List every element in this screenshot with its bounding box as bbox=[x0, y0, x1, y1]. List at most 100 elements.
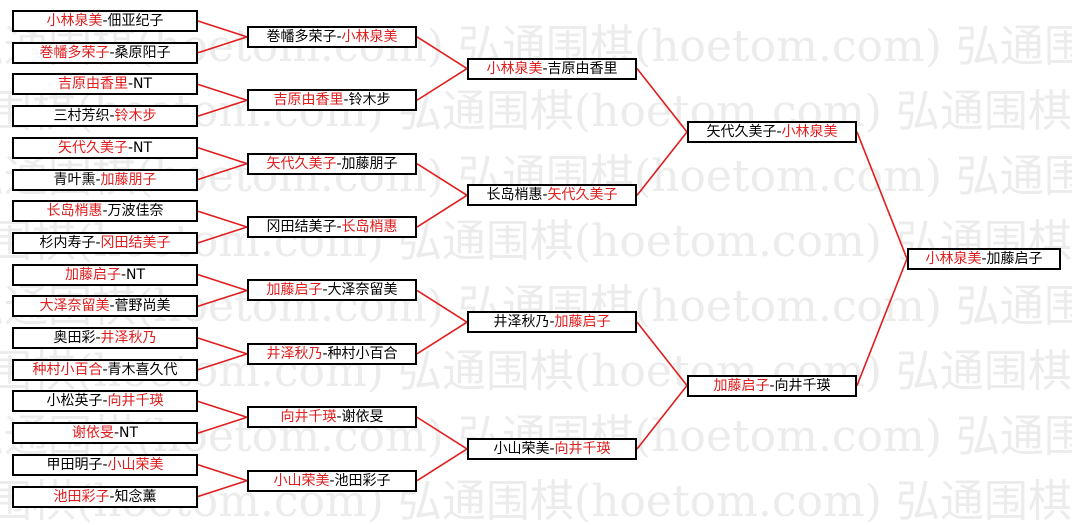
player-name: 矢代久美子 bbox=[706, 123, 777, 140]
separator: - bbox=[329, 472, 335, 489]
separator: - bbox=[109, 108, 115, 125]
connector-line bbox=[416, 162, 468, 197]
player-name: 吉原由香里 bbox=[57, 76, 128, 93]
separator: - bbox=[322, 282, 328, 299]
separator: - bbox=[127, 139, 134, 156]
separator: - bbox=[127, 76, 134, 93]
match-box: 大泽奈留美-菅野尚美 bbox=[12, 295, 198, 318]
player-name: 向井千瑛 bbox=[554, 440, 611, 457]
connector-line bbox=[197, 464, 248, 482]
separator: - bbox=[981, 250, 987, 267]
match-box: 吉原由香里-铃木步 bbox=[247, 89, 417, 112]
match-box: 小山荣美-向井千瑛 bbox=[467, 437, 637, 460]
match-box: 矢代久美子-小林泉美 bbox=[687, 120, 857, 143]
player-name: 向井千瑛 bbox=[107, 393, 164, 410]
separator: - bbox=[549, 440, 555, 457]
player-name: 大泽奈留美 bbox=[39, 298, 110, 315]
separator: - bbox=[109, 298, 115, 315]
player-name: 种村小百合 bbox=[32, 361, 103, 378]
connector-line bbox=[856, 258, 908, 386]
player-name: 奥田彩 bbox=[53, 330, 96, 346]
separator: - bbox=[343, 92, 349, 109]
connector-line bbox=[197, 416, 248, 434]
separator: - bbox=[113, 425, 120, 442]
connector-line bbox=[197, 210, 248, 228]
connector-line bbox=[197, 400, 248, 419]
player-name: 小山荣美 bbox=[273, 472, 330, 489]
player-name: 谢依旻 bbox=[71, 425, 114, 442]
match-box: 吉原由香里-NT bbox=[12, 73, 198, 96]
player-name: 加藤启子 bbox=[986, 250, 1043, 267]
player-name: 青木喜久代 bbox=[107, 361, 178, 378]
player-name: 小林泉美 bbox=[341, 28, 398, 45]
separator: - bbox=[102, 393, 108, 410]
connector-line bbox=[197, 479, 248, 498]
player-name: 长岛梢惠 bbox=[341, 219, 398, 236]
match-box: 小林泉美-吉原由香里 bbox=[467, 57, 637, 80]
match-box: 井泽秋乃-种村小百合 bbox=[247, 342, 417, 365]
separator: - bbox=[95, 234, 101, 251]
player-name: 池田彩子 bbox=[334, 472, 391, 489]
match-box: 三村芳织-铃木步 bbox=[12, 105, 198, 128]
player-name: NT bbox=[133, 139, 153, 156]
player-name: 冈田结美子 bbox=[100, 234, 171, 251]
player-name: 加藤启子 bbox=[266, 282, 323, 299]
player-name: 井泽秋乃 bbox=[266, 345, 323, 362]
connector-line bbox=[197, 147, 248, 165]
match-box: 冈田结美子-长岛梢惠 bbox=[247, 216, 417, 239]
player-name: 小林泉美 bbox=[925, 250, 982, 267]
connector-line bbox=[416, 448, 468, 482]
player-name: 加藤启子 bbox=[554, 314, 611, 331]
player-name: NT bbox=[126, 266, 146, 283]
separator: - bbox=[542, 60, 548, 77]
player-name: 长岛梢惠 bbox=[46, 203, 103, 220]
player-name: 加藤朋子 bbox=[341, 155, 398, 172]
player-name: 矢代久美子 bbox=[547, 187, 618, 204]
separator: - bbox=[336, 155, 342, 172]
player-name: 菅野尚美 bbox=[114, 298, 171, 315]
player-name: 井泽秋乃 bbox=[493, 314, 550, 331]
connector-line bbox=[636, 68, 688, 133]
connector-line bbox=[197, 162, 248, 181]
match-box: 甲田明子-小山荣美 bbox=[12, 453, 198, 476]
player-name: 三村芳织 bbox=[53, 108, 110, 125]
player-name: NT bbox=[133, 76, 153, 93]
connector-line bbox=[856, 131, 908, 260]
connector-line bbox=[416, 289, 468, 323]
match-box: 加藤启子-大泽奈留美 bbox=[247, 279, 417, 302]
player-name: 吉原由香里 bbox=[547, 60, 618, 77]
separator: - bbox=[109, 44, 115, 61]
player-name: 冈田结美子 bbox=[266, 219, 337, 236]
connector-line bbox=[197, 83, 248, 102]
match-box: 向井千瑛-谢依旻 bbox=[247, 406, 417, 429]
player-name: 小松英子 bbox=[46, 393, 103, 410]
connector-line bbox=[636, 131, 688, 196]
player-name: 加藤启子 bbox=[64, 266, 121, 283]
match-box: 谢依旻-NT bbox=[12, 422, 198, 445]
player-name: 池田彩子 bbox=[53, 488, 110, 505]
player-name: 甲田明子 bbox=[46, 456, 103, 473]
player-name: 小林泉美 bbox=[46, 13, 103, 29]
match-box: 奥田彩-井泽秋乃 bbox=[12, 327, 198, 349]
player-name: 谢依旻 bbox=[341, 409, 384, 426]
match-box: 小林泉美-加藤启子 bbox=[907, 247, 1061, 270]
separator: - bbox=[95, 330, 101, 346]
player-name: 吉原由香里 bbox=[273, 92, 344, 109]
connector-line bbox=[636, 321, 688, 387]
connector-line bbox=[197, 20, 248, 38]
match-box: 青叶熏-加藤朋子 bbox=[12, 168, 198, 191]
player-name: 铃木步 bbox=[114, 108, 157, 125]
connector-line bbox=[416, 416, 468, 450]
separator: - bbox=[102, 361, 108, 378]
connector-line bbox=[416, 194, 468, 228]
connector-line bbox=[636, 385, 688, 450]
match-box: 巻幡多荣子-桑原阳子 bbox=[12, 41, 198, 64]
separator: - bbox=[336, 219, 342, 236]
player-name: 青叶熏 bbox=[53, 171, 96, 188]
player-name: 向井千瑛 bbox=[280, 409, 337, 426]
match-box: 小林泉美-佃亚纪子 bbox=[12, 10, 198, 32]
player-name: 小林泉美 bbox=[781, 123, 838, 140]
connector-line bbox=[416, 36, 468, 70]
connector-line bbox=[197, 273, 248, 292]
connector-line bbox=[416, 67, 468, 101]
